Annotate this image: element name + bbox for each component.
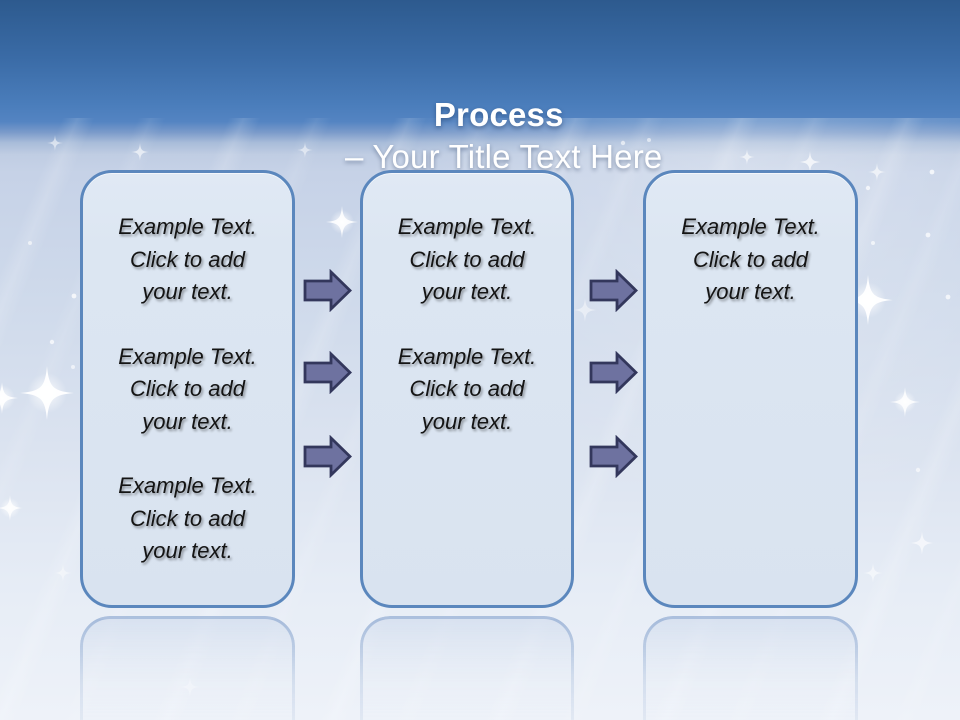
box-reflection: [360, 616, 574, 720]
box-reflection: [80, 616, 295, 720]
placeholder-text: Example Text. Click to add your text.: [397, 214, 537, 304]
box-reflection: [643, 616, 858, 720]
process-box-3: Example Text. Click to add your text.: [643, 170, 858, 608]
arrow-right-icon: [303, 269, 352, 312]
arrow-right-icon: [303, 435, 352, 478]
placeholder-text: Example Text. Click to add your text.: [118, 214, 257, 304]
arrow-right-icon: [589, 351, 638, 394]
title-text: – Your Title Text Here: [345, 138, 663, 175]
placeholder-text: Example Text. Click to add your text.: [681, 214, 820, 304]
slide-title: Process – Your Title Text Here: [0, 52, 960, 220]
placeholder-text: Example Text. Click to add your text.: [397, 343, 537, 434]
arrow-right-icon: [589, 435, 638, 478]
placeholder-text: Example Text. Click to add your text.: [118, 343, 257, 434]
process-box-1: Example Text. Click to add your text. Ex…: [80, 170, 295, 608]
arrow-right-icon: [589, 269, 638, 312]
process-box-2: Example Text. Click to add your text. Ex…: [360, 170, 574, 608]
arrow-right-icon: [303, 351, 352, 394]
placeholder-text: Example Text. Click to add your text.: [118, 473, 257, 563]
title-keyword: Process: [433, 96, 564, 133]
